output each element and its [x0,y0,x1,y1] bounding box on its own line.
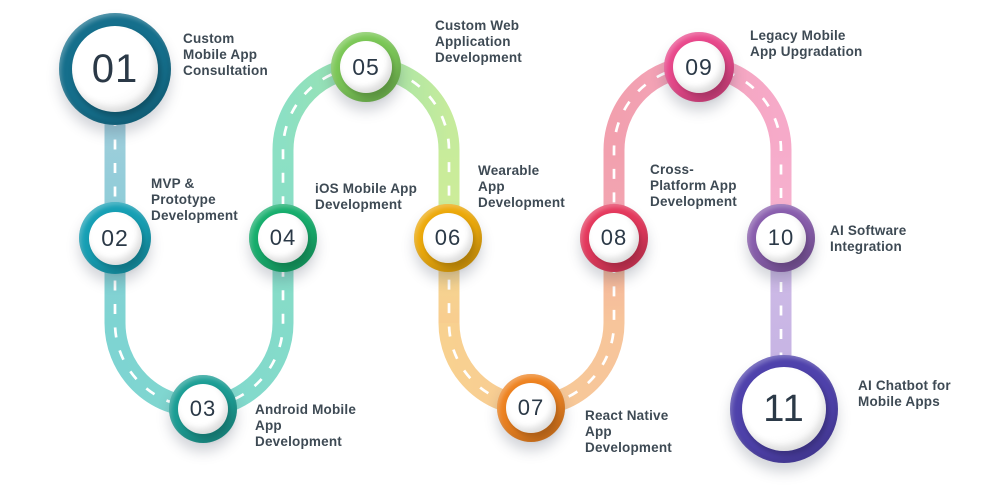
step-04-label: iOS Mobile App Development [315,181,418,212]
step-03-ring: 03 [169,375,237,443]
step-08-node: 08 [580,204,648,272]
step-01-node: 01 [59,13,171,125]
step-10-circle: 10 [756,213,806,263]
step-07-circle: 07 [506,383,556,433]
step-05-circle: 05 [340,41,392,93]
step-02-number: 02 [101,224,129,251]
step-05-number: 05 [352,53,380,80]
step-08-label: Cross- Platform App Development [650,162,737,209]
step-08-ring: 08 [580,204,648,272]
step-06-node: 06 [414,204,482,272]
step-09-number-circle: 09 [673,41,725,93]
step-02-node: 02 [79,202,151,274]
step-07-label: React Native App Development [585,408,672,455]
step-01-ring: 01 [59,13,171,125]
step-07-node: 07 [497,374,565,442]
step-01-label: Custom Mobile App Consultation [183,31,268,78]
step-08-number: 08 [600,225,628,250]
step-07-number: 07 [517,395,545,420]
step-11-ring: 11 [730,355,838,463]
step-06-circle: 06 [423,213,473,263]
step-11-node: 11 [730,355,838,463]
step-07-ring: 07 [497,374,565,442]
step-05-node: 05 [331,32,401,102]
step-05-ring: 05 [331,32,401,102]
step-04-number: 04 [269,225,297,250]
step-09-node: 09 [664,32,734,102]
step-04-node: 04 [249,204,317,272]
step-02-label: MVP & Prototype Development [151,176,238,223]
step-01-number: 01 [91,46,139,91]
step-10-label: AI Software Integration [830,223,907,254]
step-09-ring: 09 [664,32,734,102]
step-03-circle: 03 [178,384,228,434]
step-02-ring: 02 [79,202,151,274]
step-09-label: Legacy Mobile App Upgradation [750,28,863,59]
step-02-circle: 02 [88,211,142,265]
step-09-number: 09 [685,53,713,80]
step-05-label: Custom Web Application Development [435,18,522,65]
step-10-number: 10 [767,225,795,250]
step-10-ring: 10 [747,204,815,272]
step-03-label: Android Mobile App Development [255,402,357,449]
step-06-number: 06 [434,225,462,250]
step-11-label: AI Chatbot for Mobile Apps [858,378,951,409]
step-04-circle: 04 [258,213,308,263]
step-06-ring: 06 [414,204,482,272]
step-04-ring: 04 [249,204,317,272]
step-03-number: 03 [189,396,217,421]
step-06-label: Wearable App Development [478,163,565,210]
step-03-node: 03 [169,375,237,443]
step-11-circle: 11 [742,367,826,451]
step-01-circle: 01 [72,26,158,112]
step-08-circle: 08 [589,213,639,263]
step-10-node: 10 [747,204,815,272]
step-11-number: 11 [763,387,805,430]
